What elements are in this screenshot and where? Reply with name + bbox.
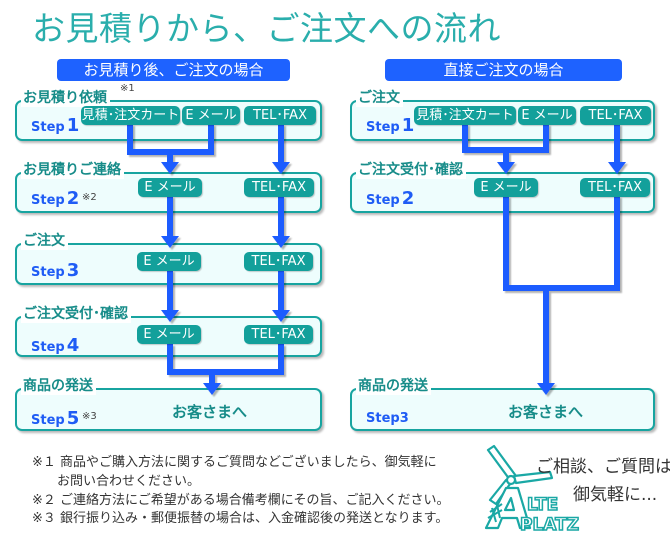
- footnote-mark: ※２: [32, 493, 56, 508]
- footnote-text: ご連絡方法にご希望がある場合備考欄にその旨、ご記入ください。: [60, 493, 450, 508]
- footnote-mark: ※１: [32, 455, 56, 470]
- step-label: お見積りご連絡: [21, 161, 124, 179]
- logo-word-1: LTE: [527, 495, 558, 515]
- footnote-1: ※１ 商品やご購入方法に関するご質問などございましたら、御気軽に: [32, 454, 437, 472]
- channel-chip-email: E メール: [182, 106, 240, 125]
- contact-line-2: 御気軽に...: [573, 485, 658, 505]
- step-label: ご注文受付･確認: [21, 305, 131, 323]
- step-num: 5: [66, 408, 80, 429]
- destination-text: お客さまへ: [508, 403, 584, 421]
- logo-grid-icon: [487, 503, 503, 523]
- step-word: Step: [31, 193, 65, 208]
- step-word: Step: [31, 120, 65, 135]
- footnote-text: 商品やご購入方法に関するご質問などございましたら、御気軽に: [60, 455, 437, 470]
- step-label: お見積り依頼: [21, 89, 110, 107]
- step-word: Step: [366, 120, 400, 135]
- alte-platz-logo: LTE PLATZ: [484, 444, 580, 534]
- footnote-mark: ※３: [32, 511, 56, 526]
- logo-word-2: PLATZ: [520, 515, 579, 534]
- channel-chip-email: E メール: [137, 252, 201, 271]
- step-num: 2: [66, 188, 80, 209]
- step-label: ご注文: [21, 232, 68, 250]
- step-word: Step: [31, 265, 65, 280]
- step-word: Step: [31, 413, 65, 428]
- channel-chip-email: E メール: [518, 106, 576, 125]
- contact-line-1: ご相談、ご質問は: [536, 457, 670, 477]
- flow-header-quote-first: お見積り後、ご注文の場合: [57, 59, 290, 81]
- windmill-blade-icon: [486, 444, 518, 482]
- step-word: Step: [366, 193, 400, 208]
- note-mark: ※3: [82, 411, 97, 422]
- step-num: 3: [399, 411, 409, 426]
- windmill-hub-icon: [505, 474, 517, 486]
- footnote-text: 銀行振り込み・郵便振替の場合は、入金確認後の発送となります。: [60, 511, 449, 526]
- step-label: ご注文: [356, 89, 403, 107]
- step-label: 商品の発送: [356, 377, 431, 395]
- channel-chip-telfax: TEL･FAX: [244, 178, 314, 197]
- step-word: Step: [31, 340, 65, 355]
- destination-text: お客さまへ: [172, 403, 248, 421]
- page-title: お見積りから、ご注文への流れ: [32, 9, 501, 48]
- step-num: 1: [66, 115, 80, 136]
- footnote-3: ※３ 銀行振り込み・郵便振替の場合は、入金確認後の発送となります。: [32, 510, 448, 528]
- channel-chip-cart: 見積･注文カート: [81, 106, 180, 125]
- channel-chip-email: E メール: [474, 178, 538, 197]
- step-num: 3: [66, 260, 80, 281]
- channel-chip-telfax: TEL･FAX: [580, 106, 651, 125]
- step-word: Step: [366, 411, 400, 426]
- note-mark: ※1: [120, 83, 135, 94]
- flow-header-direct-order: 直接ご注文の場合: [385, 59, 622, 81]
- footnote-1-continued: お問い合わせください。: [57, 474, 201, 489]
- step-number: Step3: [366, 410, 409, 428]
- step-label: 商品の発送: [21, 377, 96, 395]
- channel-chip-email: E メール: [138, 178, 202, 197]
- footnote-2: ※２ ご連絡方法にご希望がある場合備考欄にその旨、ご記入ください。: [32, 492, 450, 510]
- step-box-3: [350, 388, 655, 431]
- channel-chip-telfax: TEL･FAX: [244, 325, 313, 344]
- channel-chip-telfax: TEL･FAX: [244, 106, 316, 125]
- step-num: 1: [401, 115, 415, 136]
- channel-chip-cart: 見積･注文カート: [414, 106, 516, 125]
- channel-chip-email: E メール: [137, 325, 201, 344]
- channel-chip-telfax: TEL･FAX: [580, 178, 650, 197]
- step-label: ご注文受付･確認: [356, 161, 466, 179]
- step-num: 2: [401, 188, 415, 209]
- step-num: 4: [66, 335, 80, 356]
- note-mark: ※2: [82, 192, 97, 203]
- channel-chip-telfax: TEL･FAX: [244, 252, 313, 271]
- step-box-5: [15, 388, 322, 431]
